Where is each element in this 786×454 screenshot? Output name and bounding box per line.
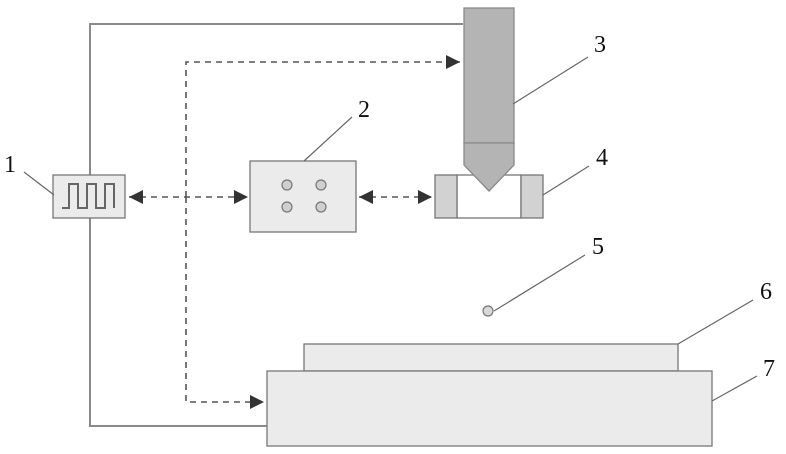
pulse-generator [53, 175, 125, 218]
tool-electrode [464, 8, 514, 191]
indicator-dot [316, 202, 326, 212]
indicator-dot [282, 180, 292, 190]
sensor-ring-left [435, 175, 457, 218]
leader-line-3 [513, 57, 588, 104]
power-line-to-stage [90, 218, 267, 426]
label-5: 5 [592, 234, 604, 260]
label-6: 6 [760, 279, 772, 305]
leader-line-5 [494, 255, 585, 311]
label-7: 7 [763, 356, 775, 382]
leader-line-6 [678, 300, 753, 344]
indicator-dot [282, 202, 292, 212]
leader-line-4 [543, 166, 589, 195]
particle [483, 306, 493, 316]
indicator-dot [316, 180, 326, 190]
worktable [267, 371, 712, 446]
sensor-ring-right [521, 175, 543, 218]
label-4: 4 [596, 145, 608, 171]
label-2: 2 [358, 97, 370, 123]
label-3: 3 [594, 32, 606, 58]
workpiece [304, 344, 678, 371]
controller-box [250, 161, 356, 232]
leader-line-2 [304, 117, 352, 161]
label-1: 1 [4, 152, 16, 178]
leader-line-1 [24, 172, 54, 195]
leader-line-7 [712, 376, 757, 401]
